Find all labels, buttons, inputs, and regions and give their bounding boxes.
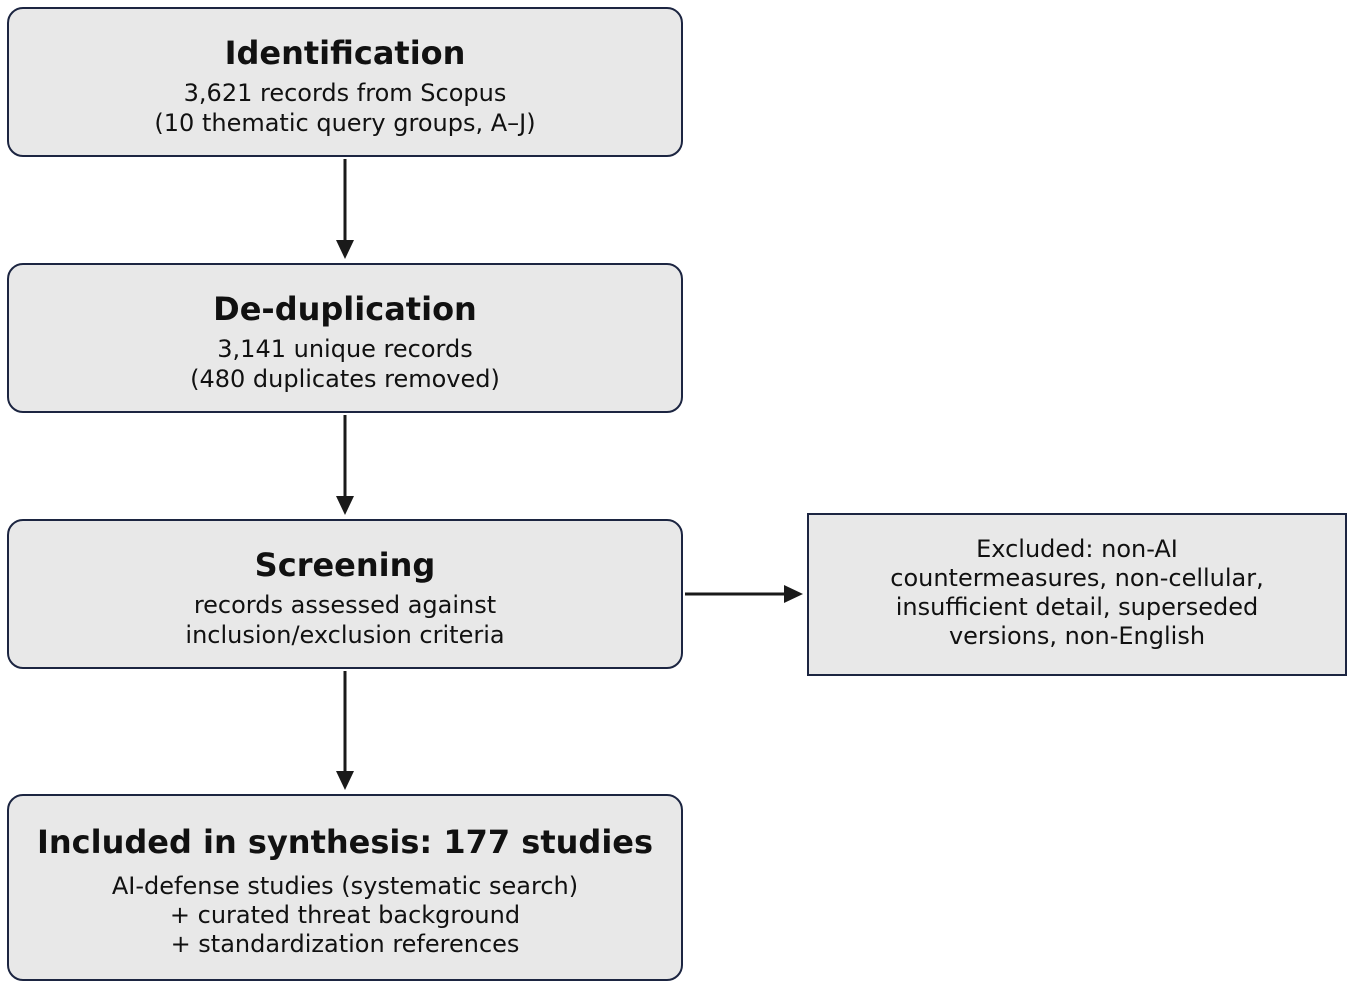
included-line-3: + standardization references [170,930,520,958]
screening-line-2: inclusion/exclusion criteria [185,621,505,649]
arrow-deduplication-to-screening [336,415,354,515]
identification-title: Identification [224,34,466,72]
included-line-1: AI-defense studies (systematic search) [111,872,579,900]
deduplication-line-2: (480 duplicates removed) [190,365,500,393]
screening-box: Screening records assessed against inclu… [7,519,683,669]
excluded-box: Excluded: non-AI countermeasures, non-ce… [807,513,1347,676]
included-box: Included in synthesis: 177 studies AI-de… [7,794,683,981]
arrow-identification-to-deduplication [336,159,354,259]
excluded-line-2: countermeasures, non-cellular, [890,564,1264,592]
excluded-line-1: Excluded: non-AI [976,535,1178,563]
identification-line-1: 3,621 records from Scopus [183,79,507,107]
screening-title: Screening [254,546,436,584]
excluded-line-3: insufficient detail, superseded [895,593,1259,621]
identification-box: Identification 3,621 records from Scopus… [7,7,683,157]
deduplication-line-1: 3,141 unique records [217,335,473,363]
deduplication-box: De-duplication 3,141 unique records (480… [7,263,683,413]
included-line-2: + curated threat background [169,901,521,929]
screening-line-1: records assessed against [193,591,497,619]
deduplication-title: De-duplication [213,290,477,328]
included-title: Included in synthesis: 177 studies [36,823,654,861]
excluded-line-4: versions, non-English [948,622,1206,650]
identification-line-2: (10 thematic query groups, A–J) [154,109,536,137]
arrow-screening-to-excluded [685,585,803,603]
arrow-screening-to-included [336,671,354,790]
